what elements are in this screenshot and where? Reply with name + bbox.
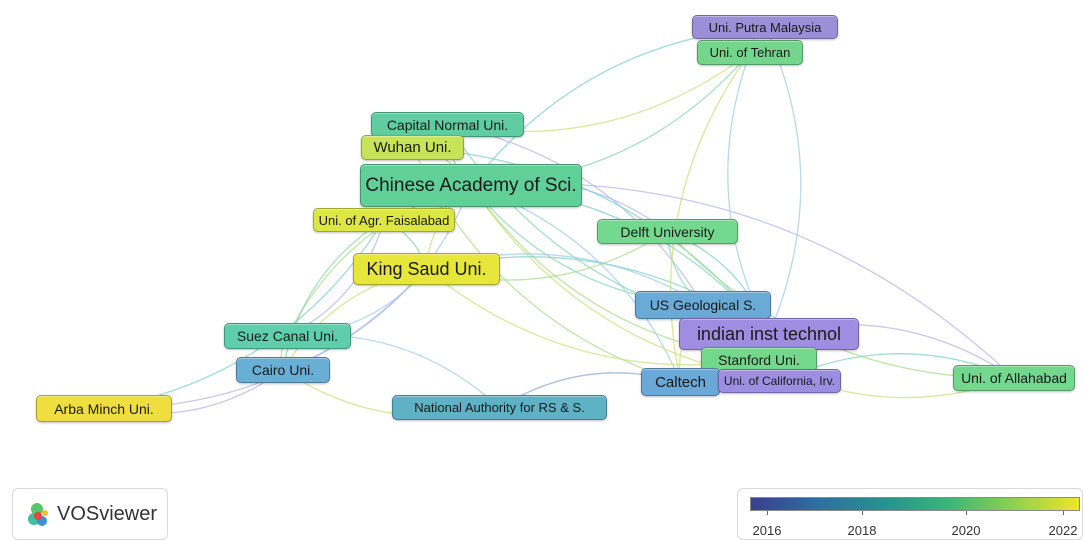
node-faisalabad[interactable]: Uni. of Agr. Faisalabad: [313, 208, 455, 232]
node-capital[interactable]: Capital Normal Uni.: [371, 112, 524, 137]
node-putra[interactable]: Uni. Putra Malaysia: [692, 15, 838, 39]
node-suez[interactable]: Suez Canal Uni.: [224, 323, 351, 349]
legend-gradient-bar: [750, 497, 1080, 511]
link-edge: [412, 146, 770, 335]
node-cairo[interactable]: Cairo Uni.: [236, 357, 330, 383]
node-narss[interactable]: National Authority for RS & S.: [392, 395, 607, 420]
legend-tick-label: 2018: [847, 523, 877, 538]
node-wuhan[interactable]: Wuhan Uni.: [361, 135, 464, 160]
legend-tick-label: 2016: [752, 523, 782, 538]
link-edge: [470, 184, 682, 383]
link-edge: [670, 52, 751, 383]
node-stanford[interactable]: Stanford Uni.: [701, 347, 817, 372]
link-edge: [764, 26, 802, 335]
year-color-legend: 2016 2018 2020 2022: [737, 488, 1083, 540]
node-arba[interactable]: Arba Minch Uni.: [36, 395, 172, 422]
vosviewer-logo: VOSviewer: [12, 488, 168, 540]
node-caltech[interactable]: Caltech: [641, 368, 720, 396]
node-iit[interactable]: indian inst technol: [679, 318, 859, 350]
logo-text: VOSviewer: [57, 502, 158, 525]
node-usgs[interactable]: US Geological S.: [635, 291, 771, 319]
legend-tick: [767, 511, 768, 515]
legend-tick: [862, 511, 863, 515]
node-tehran[interactable]: Uni. of Tehran: [697, 40, 803, 65]
vosviewer-logo-icon: [28, 503, 48, 526]
legend-tick-label: 2020: [951, 523, 981, 538]
node-cas[interactable]: Chinese Academy of Sci.: [360, 164, 582, 207]
node-delft[interactable]: Delft University: [597, 219, 738, 244]
node-kingsaud[interactable]: King Saud Uni.: [353, 253, 500, 285]
legend-tick-label: 2022: [1048, 523, 1078, 538]
node-allahabad[interactable]: Uni. of Allahabad: [953, 365, 1075, 391]
legend-tick: [966, 511, 967, 515]
node-uci[interactable]: Uni. of California, Irv.: [718, 369, 841, 393]
legend-tick: [1063, 511, 1064, 515]
